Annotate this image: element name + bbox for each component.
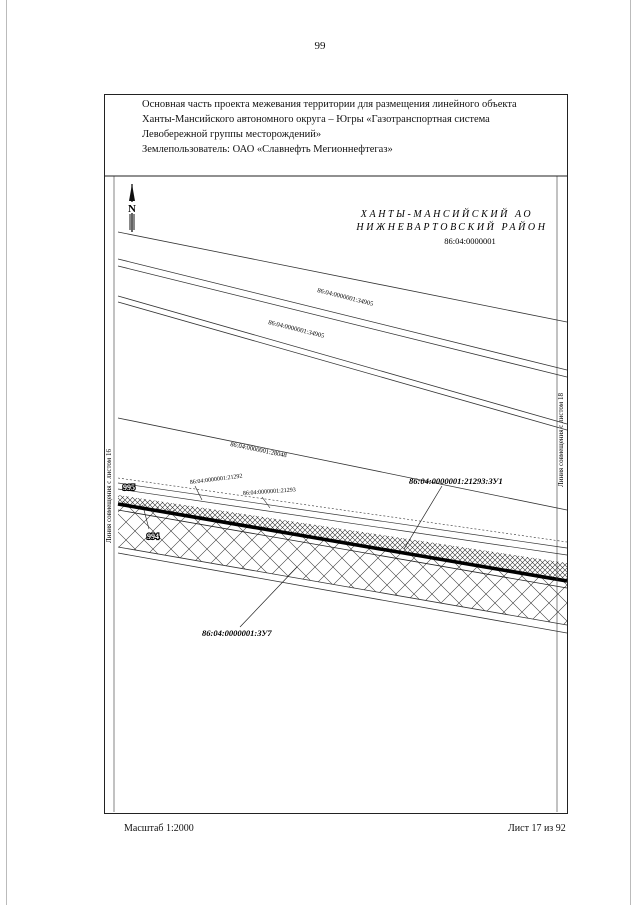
page-number: 99 bbox=[314, 40, 326, 52]
region-name: ХАНТЫ-МАНСИЙСКИЙ АО bbox=[360, 208, 533, 220]
parcel-boundary bbox=[117, 295, 567, 425]
zu7-leader bbox=[239, 566, 298, 628]
parcel-boundary bbox=[117, 417, 567, 511]
parcel-boundary bbox=[117, 258, 567, 371]
boundary-point-995: 995 bbox=[123, 483, 135, 492]
parcel-boundary bbox=[117, 509, 567, 589]
leader-line bbox=[261, 496, 271, 509]
zu1-leader bbox=[403, 485, 443, 550]
zu1-label: 86:04:0000001:21293:ЗУ1 bbox=[409, 476, 503, 486]
scale-label: Масштаб 1:2000 bbox=[124, 823, 194, 834]
region-cadastral-code: 86:04:0000001 bbox=[444, 236, 495, 246]
parcel-boundary bbox=[117, 482, 567, 549]
parcel-boundary bbox=[117, 546, 567, 626]
parcel-boundary bbox=[117, 231, 567, 323]
zu7-label: 86:04:0000001:ЗУ7 bbox=[202, 628, 272, 638]
land-user-line: Землепользователь: ОАО «Славнефть Мегион… bbox=[142, 144, 393, 155]
boundary-point-994: 994 bbox=[147, 532, 159, 541]
parcel-boundary bbox=[117, 301, 567, 431]
title-line-2: Ханты-Мансийского автономного округа – Ю… bbox=[142, 114, 490, 125]
parcel-boundary bbox=[117, 488, 567, 556]
title-line-1: Основная часть проекта межевания террито… bbox=[142, 99, 517, 110]
scan-edge-left bbox=[6, 0, 7, 905]
parcel-label: 86:04:0000001:34905 bbox=[317, 287, 374, 308]
title-block: Основная часть проекта межевания террито… bbox=[142, 97, 562, 157]
match-line-right-label: Линия совмещения с листом 18 bbox=[557, 393, 565, 487]
zu7-area bbox=[118, 500, 567, 625]
sheet-number: Лист 17 из 92 bbox=[508, 823, 566, 834]
title-line-3: Левобережной группы месторождений» bbox=[142, 129, 322, 140]
pipeline-axis bbox=[117, 502, 567, 583]
leader-line bbox=[194, 485, 203, 501]
leader-line bbox=[143, 509, 150, 530]
parcel-boundary bbox=[117, 265, 567, 378]
district-name: НИЖНЕВАРТОВСКИЙ РАЙОН bbox=[355, 221, 547, 233]
zu1-area bbox=[118, 495, 567, 579]
parcel-label: 86:04:0000001:28048 bbox=[230, 441, 288, 459]
scan-edge-right bbox=[630, 0, 631, 905]
parcel-label: 86:04:0000001:34905 bbox=[268, 319, 325, 340]
match-line-left-label: Линия совмещения с листом 16 bbox=[105, 449, 113, 543]
parcel-dashed-boundary bbox=[117, 477, 567, 543]
drawing-frame bbox=[104, 94, 568, 814]
parcel-label: 86:04:0000001:21292 bbox=[190, 474, 243, 486]
north-arrow: N bbox=[126, 184, 138, 232]
north-label: N bbox=[128, 203, 136, 215]
parcel-label: 86:04:0000001:21293 bbox=[243, 487, 296, 497]
parcel-boundary bbox=[117, 552, 567, 634]
